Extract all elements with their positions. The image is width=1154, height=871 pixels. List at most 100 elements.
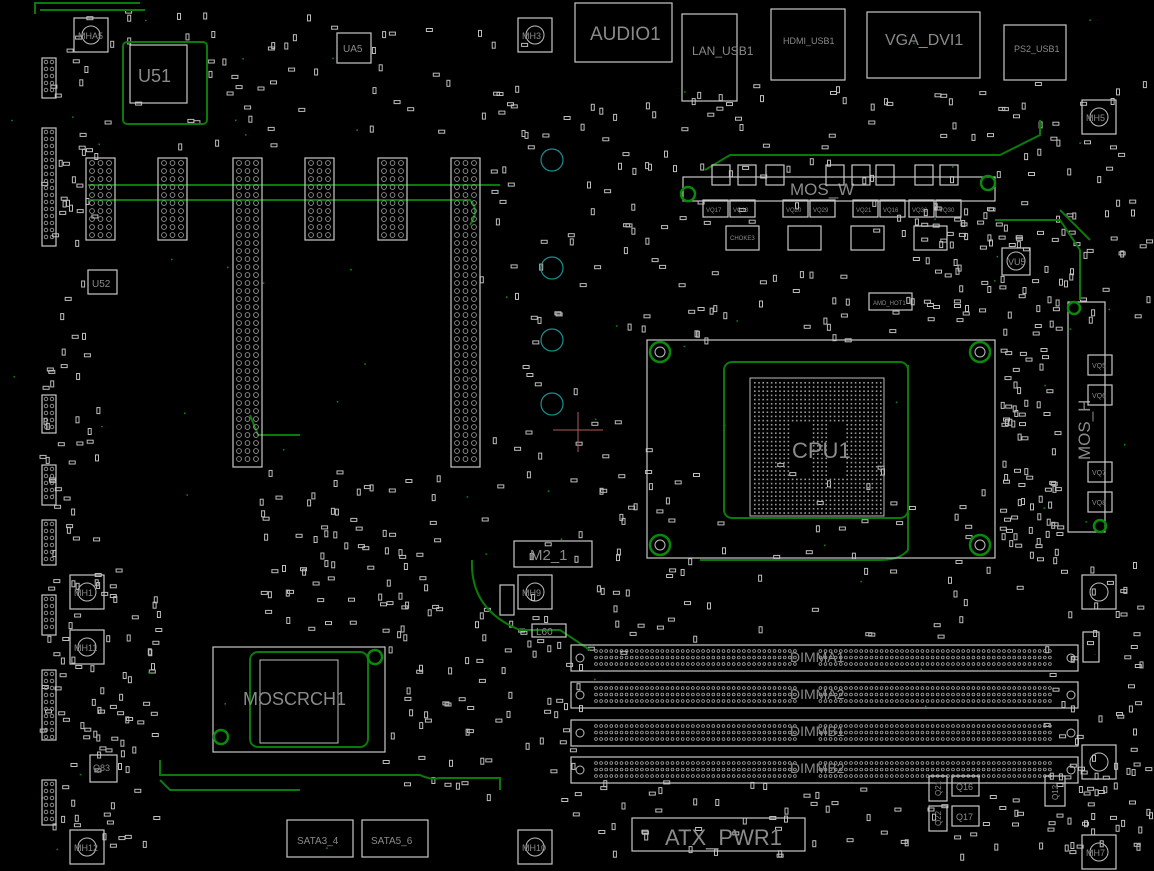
smd-pad bbox=[96, 734, 101, 742]
smd-pad bbox=[52, 823, 57, 831]
smd-pad bbox=[575, 441, 583, 446]
smd-pad bbox=[1130, 645, 1138, 649]
smd-pad bbox=[1052, 307, 1060, 312]
smd-pad bbox=[1087, 786, 1095, 791]
smd-pad bbox=[69, 204, 73, 212]
smd-pad bbox=[631, 227, 636, 235]
smd-pad bbox=[1070, 842, 1075, 849]
smd-pad bbox=[1032, 279, 1040, 284]
smd-pad bbox=[996, 171, 1001, 179]
mount-hole: MH1 bbox=[69, 574, 105, 610]
via-dot bbox=[79, 773, 82, 776]
smd-pad bbox=[934, 206, 942, 211]
smd-pad bbox=[71, 508, 76, 516]
smd-pad bbox=[350, 517, 358, 522]
mount-hole: MH3 bbox=[517, 17, 553, 53]
smd-pad bbox=[547, 697, 552, 705]
smd-pad bbox=[659, 264, 667, 269]
mosfet bbox=[908, 199, 935, 218]
smd-pad bbox=[96, 407, 101, 415]
smd-pad bbox=[382, 760, 390, 764]
smd-pad bbox=[127, 676, 132, 684]
smd-pad bbox=[82, 332, 86, 340]
mount-hole-label: MH1 bbox=[74, 588, 93, 598]
smd-pad bbox=[271, 569, 279, 574]
smd-pad bbox=[1053, 557, 1058, 565]
smd-pad bbox=[124, 834, 132, 839]
smd-pad bbox=[700, 163, 705, 171]
smd-pad bbox=[825, 805, 830, 813]
smd-pad bbox=[977, 220, 985, 225]
smd-pad bbox=[810, 801, 818, 806]
smd-pad bbox=[492, 437, 497, 445]
mosfet-label: VQ29 bbox=[813, 208, 829, 214]
smd-pad bbox=[1046, 389, 1054, 394]
u51-chip: U51 bbox=[122, 41, 208, 125]
smd-pad bbox=[1129, 199, 1137, 204]
via-dot bbox=[594, 418, 597, 421]
smd-pad bbox=[569, 238, 574, 246]
via-dot bbox=[1069, 328, 1072, 330]
smd-pad bbox=[564, 703, 568, 711]
smd-pad bbox=[285, 589, 290, 597]
smd-pad bbox=[508, 691, 513, 699]
smd-pad bbox=[53, 579, 61, 584]
smd-pad bbox=[331, 25, 339, 30]
smd-pad bbox=[1091, 813, 1096, 820]
smd-pad bbox=[544, 616, 549, 623]
smd-pad bbox=[960, 222, 968, 227]
via-dot bbox=[560, 538, 563, 541]
smd-pad bbox=[623, 223, 631, 228]
smd-pad bbox=[333, 531, 338, 539]
mosfet bbox=[914, 164, 934, 186]
smd-pad bbox=[76, 183, 84, 188]
smd-pad bbox=[695, 330, 700, 338]
dimm-slot bbox=[570, 756, 1079, 784]
smd-pad bbox=[1050, 481, 1058, 486]
smd-pad bbox=[42, 385, 50, 390]
pin-header bbox=[157, 157, 188, 241]
smd-pad bbox=[91, 698, 96, 706]
smd-pad bbox=[540, 239, 548, 244]
via-dot bbox=[913, 42, 915, 45]
smd-pad bbox=[590, 208, 595, 216]
smd-pad bbox=[613, 605, 618, 613]
smd-pad bbox=[955, 267, 960, 275]
smd-pad bbox=[1134, 314, 1142, 319]
smd-pad bbox=[380, 602, 387, 607]
smd-pad bbox=[786, 165, 791, 173]
smd-pad bbox=[530, 315, 538, 320]
mosfet-label: VQ5 bbox=[1092, 363, 1106, 370]
smd-pad bbox=[302, 568, 307, 576]
smd-pad bbox=[1118, 251, 1126, 256]
smd-pad bbox=[695, 827, 703, 831]
smd-pad bbox=[389, 532, 397, 537]
smd-pad bbox=[979, 245, 987, 250]
smd-pad bbox=[1068, 611, 1073, 619]
smd-pad bbox=[865, 632, 873, 637]
smd-pad bbox=[68, 460, 76, 465]
smd-pad bbox=[1087, 641, 1094, 646]
smd-pad bbox=[398, 592, 403, 600]
smd-pad bbox=[556, 698, 564, 703]
smd-pad bbox=[1137, 605, 1145, 610]
smd-pad bbox=[573, 388, 578, 396]
svg-text:L60: L60 bbox=[536, 627, 553, 638]
svg-text:U50: U50 bbox=[1094, 654, 1096, 656]
smd-pad bbox=[479, 276, 484, 284]
smd-pad bbox=[485, 758, 493, 763]
smd-pad bbox=[1013, 381, 1018, 389]
smd-pad bbox=[1036, 538, 1041, 545]
smd-pad bbox=[1054, 548, 1059, 556]
smd-pad bbox=[436, 475, 441, 483]
smd-pad bbox=[618, 474, 626, 479]
smd-pad bbox=[521, 42, 529, 47]
smd-pad bbox=[482, 634, 487, 642]
smd-pad bbox=[66, 526, 71, 534]
smd-pad bbox=[215, 139, 220, 147]
mount-hole: MH9 bbox=[517, 574, 553, 610]
smd-pad bbox=[732, 831, 740, 836]
smd-pad bbox=[47, 635, 52, 643]
